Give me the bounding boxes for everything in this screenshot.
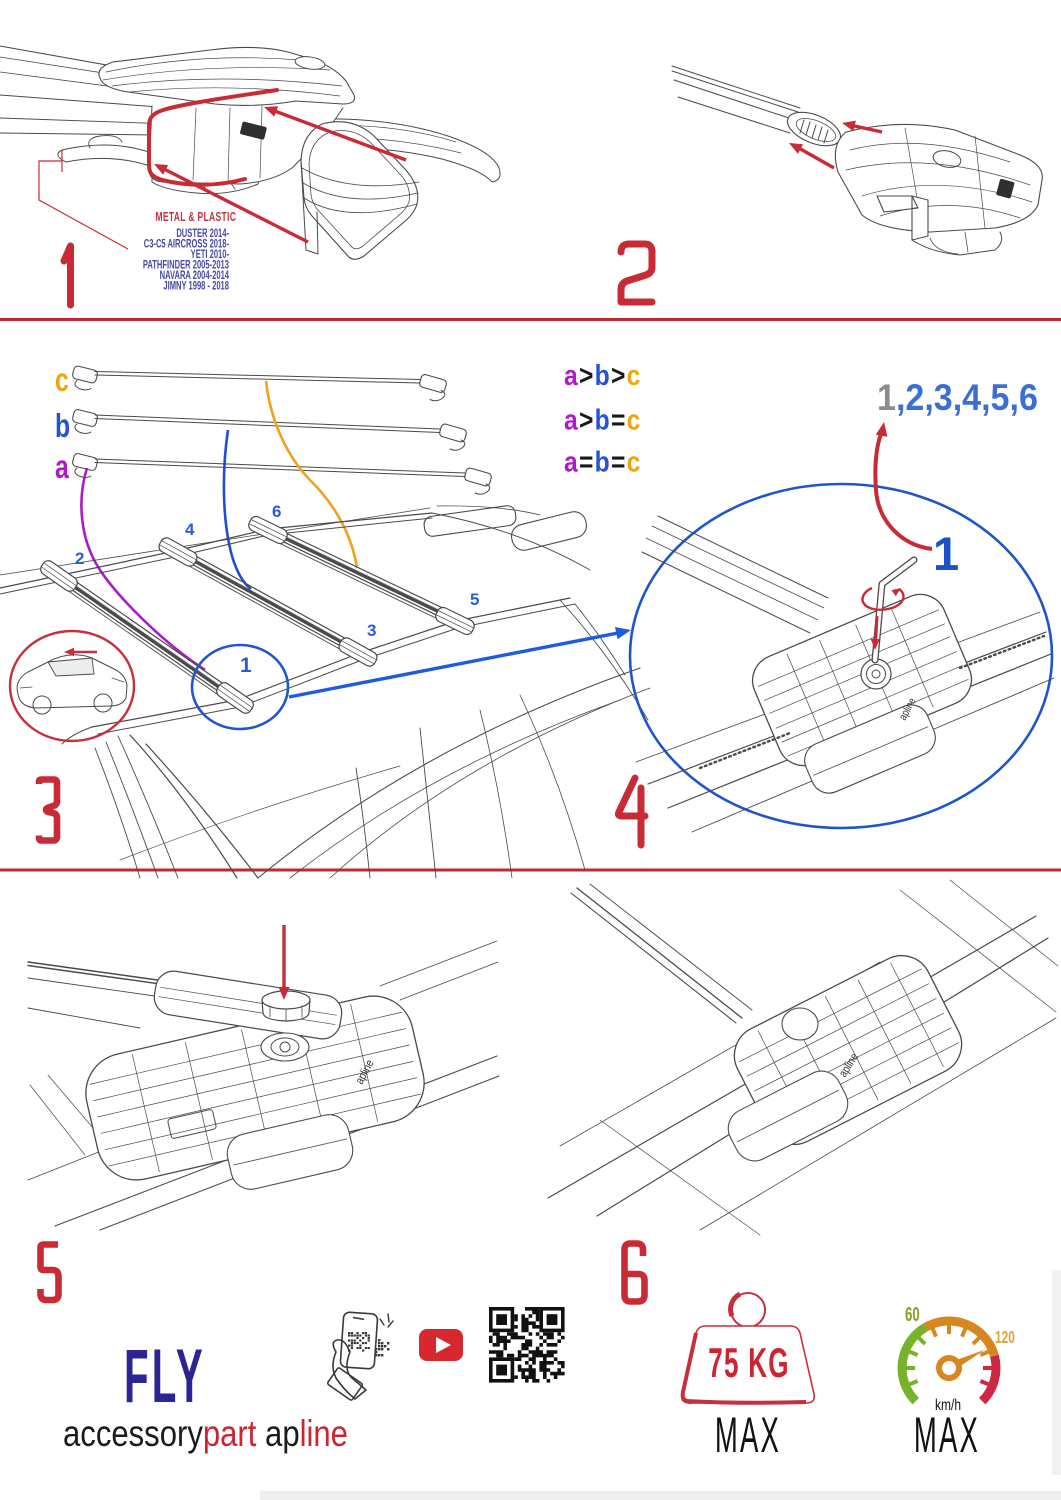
- svg-text:NAVARA 2004-2014: NAVARA 2004-2014: [160, 270, 230, 283]
- svg-text:1,2,3,4,5,6: 1,2,3,4,5,6: [877, 377, 1038, 419]
- svg-text:a=b=c: a=b=c: [564, 446, 642, 478]
- svg-text:a>b>c: a>b>c: [564, 359, 642, 391]
- svg-text:MAX: MAX: [715, 1406, 781, 1463]
- svg-text:a>b=c: a>b=c: [564, 404, 642, 436]
- svg-text:60: 60: [905, 1303, 920, 1325]
- svg-text:accessorypart apline: accessorypart apline: [63, 1414, 348, 1455]
- svg-text:120: 120: [995, 1328, 1015, 1348]
- svg-text:6: 6: [272, 502, 281, 521]
- svg-text:JIMNY 1998 - 2018: JIMNY 1998 - 2018: [163, 280, 229, 293]
- svg-text:1: 1: [933, 527, 959, 580]
- svg-text:4: 4: [185, 520, 195, 539]
- svg-text:DUSTER 2014-: DUSTER 2014-: [176, 228, 229, 241]
- svg-text:C3-C5 AIRCROSS 2018-: C3-C5 AIRCROSS 2018-: [144, 238, 229, 251]
- svg-text:2: 2: [75, 549, 84, 568]
- svg-text:1: 1: [240, 654, 252, 677]
- svg-text:YETI 2010-: YETI 2010-: [191, 249, 229, 262]
- svg-text:a: a: [55, 450, 69, 486]
- svg-text:MAX: MAX: [914, 1406, 980, 1463]
- svg-text:5: 5: [470, 590, 479, 609]
- svg-text:c: c: [55, 363, 69, 399]
- svg-text:km/h: km/h: [935, 1395, 961, 1413]
- svg-text:3: 3: [367, 621, 376, 640]
- svg-text:METAL & PLASTIC: METAL & PLASTIC: [156, 210, 237, 224]
- svg-text:75 KG: 75 KG: [708, 1340, 789, 1387]
- svg-text:FLY: FLY: [124, 1333, 206, 1418]
- svg-text:PATHFINDER 2005-2013: PATHFINDER 2005-2013: [143, 259, 230, 272]
- svg-text:b: b: [55, 409, 70, 445]
